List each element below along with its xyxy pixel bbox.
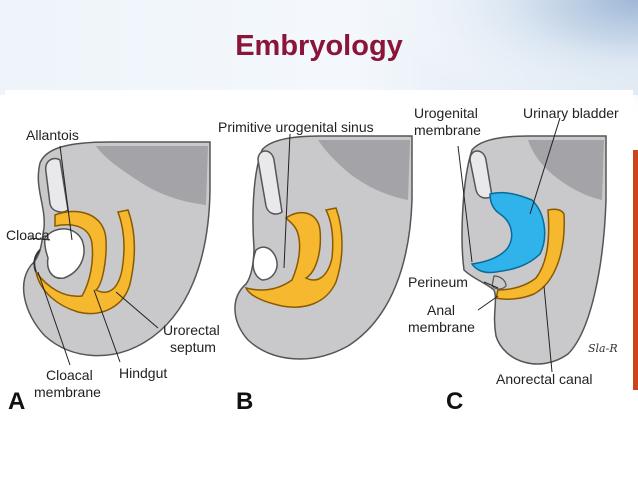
- label-perineum: Perineum: [408, 274, 468, 290]
- panel-a-tissue-shadow: [96, 146, 208, 205]
- label-urorectal-septum-line2: septum: [170, 339, 216, 355]
- leader-lines: [29, 117, 561, 373]
- label-allantois: Allantois: [26, 127, 79, 143]
- panel-a-cloaca-cavity: [44, 228, 85, 279]
- label-cloacal-membrane-line1: Cloacal: [46, 367, 93, 383]
- label-hindgut: Hindgut: [119, 365, 167, 381]
- label-primitive-urogenital-sinus: Primitive urogenital sinus: [218, 119, 374, 135]
- panel-letter-a: A: [8, 388, 25, 415]
- right-edge-accent: [633, 150, 638, 390]
- panel-a-cloacal-membrane: [33, 249, 41, 273]
- label-anorectal-canal: Anorectal canal: [496, 371, 593, 387]
- label-anal-membrane-line2: membrane: [408, 319, 475, 335]
- labels: Allantois Cloaca Urorectal septum Cloaca…: [6, 105, 619, 415]
- label-urinary-bladder: Urinary bladder: [523, 105, 619, 121]
- label-cloacal-membrane-line2: membrane: [34, 384, 101, 400]
- label-urorectal-septum-line1: Urorectal: [163, 322, 220, 338]
- panel-c-urinary-bladder: [470, 191, 546, 274]
- panel-b-allantois-tube: [257, 150, 283, 215]
- label-cloaca: Cloaca: [6, 227, 50, 243]
- artist-signature: Sla-R: [588, 342, 618, 355]
- label-urogenital-membrane-line1: Urogenital: [414, 105, 478, 121]
- panel-letter-b: B: [236, 388, 253, 415]
- panel-c-perineum-bridge: [491, 275, 507, 290]
- panel-c: [461, 135, 607, 365]
- slide-title: Embryology: [235, 30, 403, 62]
- panel-c-anorectal-canal: [495, 208, 565, 300]
- panel-b-sinus-region: [252, 246, 278, 281]
- panel-b: [234, 135, 413, 360]
- panel-a: [22, 141, 211, 357]
- panel-b-gut-structure: [244, 207, 343, 308]
- panel-b-tissue-shadow: [318, 140, 410, 200]
- label-urogenital-membrane-line2: membrane: [414, 122, 481, 138]
- panel-a-hindgut: [35, 209, 136, 315]
- label-anal-membrane-line1: Anal: [427, 302, 455, 318]
- panel-c-tissue-shadow: [528, 140, 604, 200]
- panel-letter-c: C: [446, 388, 463, 415]
